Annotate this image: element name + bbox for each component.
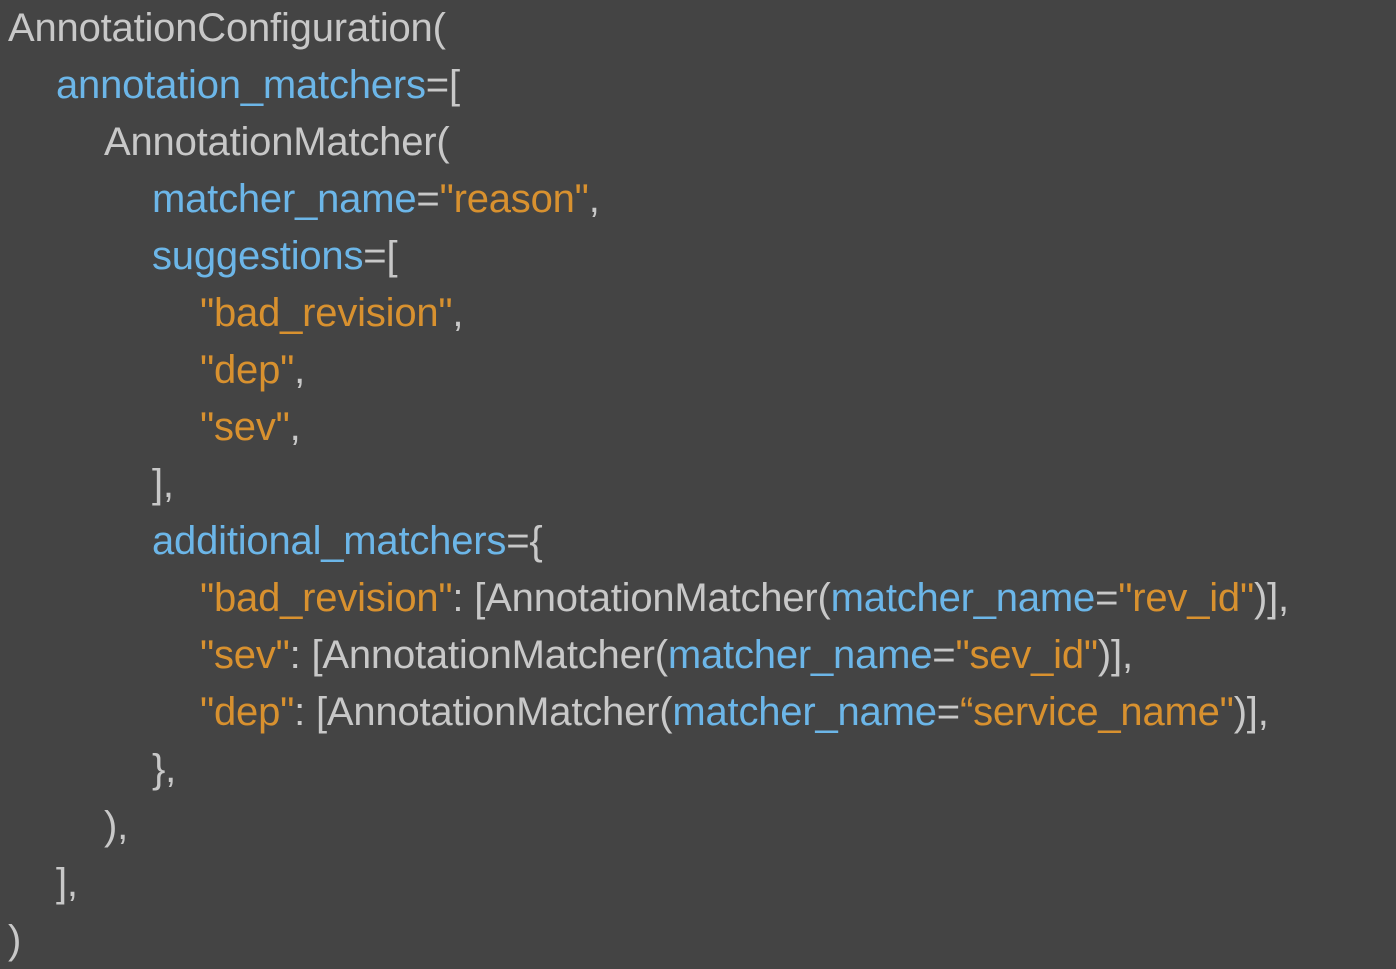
code-token-key: matcher_name: [830, 576, 1096, 620]
code-token-plain: )],: [1097, 633, 1133, 677]
code-token-key: annotation_matchers: [56, 63, 426, 107]
code-line: AnnotationConfiguration(: [0, 0, 1396, 57]
code-token-key: matcher_name: [667, 633, 933, 677]
code-token-plain: : [AnnotationMatcher(: [294, 690, 673, 734]
code-line: "sev",: [0, 399, 1396, 456]
code-token-plain: =: [416, 177, 440, 221]
code-token-plain: =: [936, 690, 960, 734]
code-token-plain: ,: [588, 177, 600, 221]
code-token-plain: },: [152, 747, 177, 791]
code-token-string: "sev_id": [955, 633, 1098, 677]
code-token-plain: =[: [363, 234, 398, 278]
code-token-string: "sev": [200, 633, 290, 677]
code-token-plain: AnnotationConfiguration(: [8, 6, 446, 50]
code-token-plain: ,: [452, 291, 464, 335]
code-token-key: matcher_name: [672, 690, 937, 734]
code-token-key: suggestions: [152, 234, 364, 278]
code-line: "dep": [AnnotationMatcher(matcher_name=“…: [0, 684, 1396, 741]
code-token-plain: ),: [104, 804, 129, 848]
code-line: "bad_revision": [AnnotationMatcher(match…: [0, 570, 1396, 627]
code-token-string: "dep": [200, 348, 295, 392]
code-token-key: matcher_name: [152, 177, 417, 221]
code-line: "dep",: [0, 342, 1396, 399]
code-token-plain: : [AnnotationMatcher(: [452, 576, 831, 620]
code-token-string: "bad_revision": [200, 576, 453, 620]
code-line: annotation_matchers=[: [0, 57, 1396, 114]
code-line: additional_matchers={: [0, 513, 1396, 570]
code-token-plain: ],: [56, 861, 78, 905]
code-token-plain: =: [932, 633, 956, 677]
code-token-string: “service_name": [959, 690, 1234, 734]
code-token-string: "sev": [200, 405, 290, 449]
code-token-string: "rev_id": [1118, 576, 1254, 620]
code-line: ],: [0, 456, 1396, 513]
code-token-string: "dep": [200, 690, 295, 734]
code-token-plain: : [AnnotationMatcher(: [289, 633, 668, 677]
code-token-key: additional_matchers: [152, 519, 507, 563]
code-token-plain: =[: [425, 63, 460, 107]
code-line: "bad_revision",: [0, 285, 1396, 342]
code-line: ],: [0, 855, 1396, 912]
code-line: matcher_name="reason",: [0, 171, 1396, 228]
code-token-plain: )],: [1253, 576, 1289, 620]
code-line: "sev": [AnnotationMatcher(matcher_name="…: [0, 627, 1396, 684]
code-token-plain: =: [1095, 576, 1119, 620]
code-token-plain: ,: [289, 405, 301, 449]
code-token-plain: AnnotationMatcher(: [104, 120, 450, 164]
code-token-plain: )],: [1233, 690, 1269, 734]
code-line: ): [0, 912, 1396, 969]
code-token-plain: ],: [152, 462, 174, 506]
code-token-string: "reason": [439, 177, 589, 221]
code-token-plain: ={: [506, 519, 543, 563]
code-line: AnnotationMatcher(: [0, 114, 1396, 171]
code-token-plain: ,: [294, 348, 306, 392]
code-token-string: "bad_revision": [200, 291, 453, 335]
code-token-plain: ): [8, 918, 22, 962]
code-line: },: [0, 741, 1396, 798]
code-line: suggestions=[: [0, 228, 1396, 285]
code-line: ),: [0, 798, 1396, 855]
